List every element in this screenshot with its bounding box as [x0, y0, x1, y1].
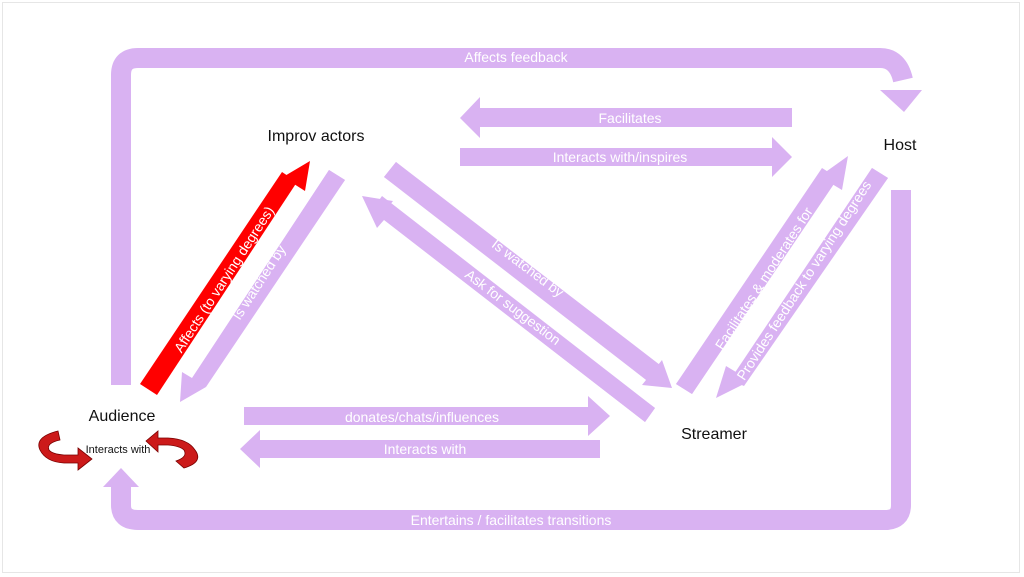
edge-label-donates: donates/chats/influences — [345, 409, 499, 425]
audience-self-loop-label: Interacts with — [86, 444, 151, 456]
edge-affects-varying: Affects (to varying degrees) — [140, 161, 310, 395]
node-improv-actors: Improv actors — [268, 128, 365, 145]
edge-affects-feedback: Affects feedback — [111, 48, 922, 385]
edge-facilitates: Facilitates — [460, 97, 792, 138]
edge-actors-watched-by: Is watched by — [384, 162, 672, 388]
edge-ask-suggestion: Ask for suggestion — [362, 196, 655, 422]
edge-interacts-with: Interacts with — [240, 430, 600, 468]
edge-label-entertains: Entertains / facilitates transitions — [411, 512, 612, 528]
audience-self-loop: Interacts with — [38, 430, 199, 471]
node-audience: Audience — [89, 408, 156, 425]
edge-label-affects-feedback: Affects feedback — [464, 49, 568, 65]
edge-label-interacts-with: Interacts with — [384, 441, 466, 457]
node-streamer: Streamer — [681, 426, 747, 443]
node-host: Host — [884, 137, 917, 154]
edge-interacts-inspires: Interacts with/inspires — [460, 137, 792, 177]
edge-label-interacts-inspires: Interacts with/inspires — [553, 149, 688, 165]
edge-label-facilitates: Facilitates — [598, 110, 661, 126]
edge-entertains: Entertains / facilitates transitions — [103, 190, 911, 530]
edge-donates: donates/chats/influences — [244, 396, 610, 436]
